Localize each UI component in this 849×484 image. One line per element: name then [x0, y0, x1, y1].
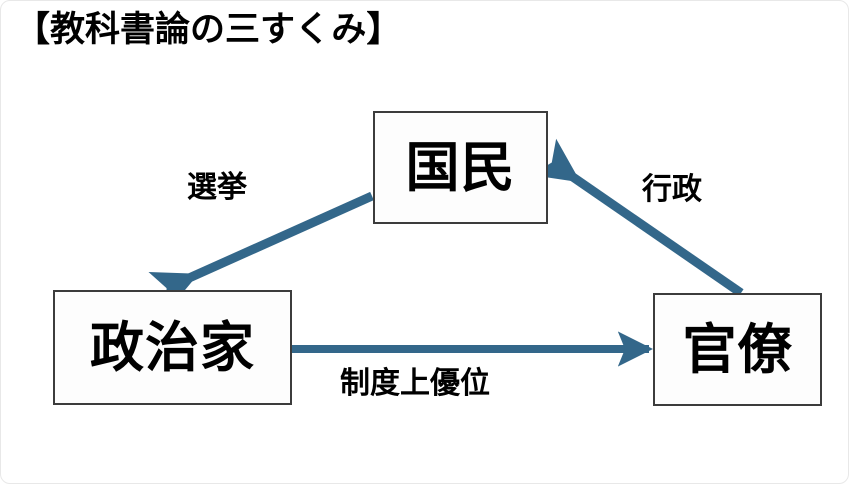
- arrow-kanryo-to-kokumin: [531, 138, 744, 297]
- edge-label-gyousei: 行政: [642, 172, 702, 207]
- node-seijika-label: 政治家: [90, 315, 255, 379]
- edge-label-seido: 制度上優位: [340, 366, 490, 401]
- page-title: 【教科書論の三すくみ】: [15, 10, 402, 50]
- edge-label-senkyo: 選挙: [187, 170, 247, 205]
- node-seijika[interactable]: 政治家: [53, 290, 292, 405]
- node-kokumin-label: 国民: [405, 135, 516, 199]
- arrow-kokumin-to-seijika: [148, 191, 374, 313]
- node-kanryo[interactable]: 官僚: [653, 293, 822, 406]
- node-kokumin[interactable]: 国民: [373, 111, 548, 224]
- node-kanryo-label: 官僚: [682, 317, 793, 381]
